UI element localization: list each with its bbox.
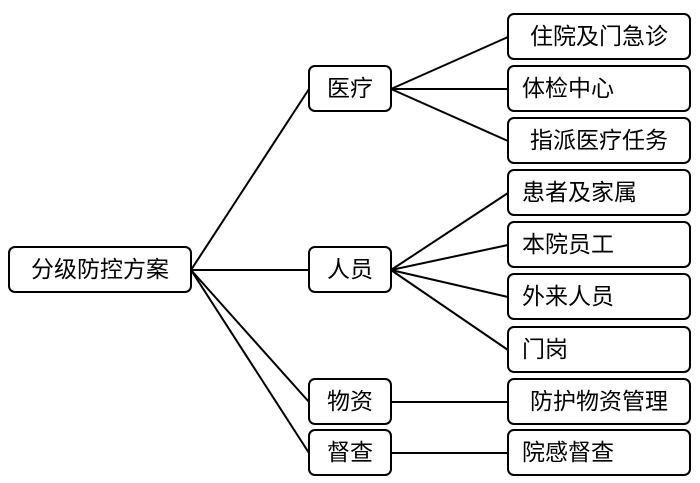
leaf-node-box bbox=[507, 117, 691, 164]
connector-line bbox=[390, 36, 509, 90]
connector-line bbox=[390, 269, 509, 298]
leaf-node-label: 患者及家属 bbox=[522, 180, 637, 206]
connector-line bbox=[390, 88, 509, 142]
category-node-label: 督查 bbox=[327, 440, 373, 466]
leaf-node-label: 体检中心 bbox=[522, 76, 614, 102]
category-node-label: 物资 bbox=[327, 389, 373, 415]
category-node-label: 人员 bbox=[327, 257, 373, 283]
connector-line bbox=[190, 269, 310, 403]
root-node-label: 分级防控方案 bbox=[31, 257, 169, 283]
leaf-node-label: 指派医疗任务 bbox=[530, 128, 668, 154]
connector-line bbox=[190, 88, 310, 271]
leaf-node-box bbox=[507, 169, 691, 216]
connector-line bbox=[390, 244, 509, 271]
leaf-node-box bbox=[507, 326, 691, 373]
leaf-node-box bbox=[507, 429, 691, 476]
connector-line bbox=[190, 269, 310, 454]
category-node-inspection: 督查 bbox=[308, 429, 392, 476]
leaf-node: 本院员工 bbox=[507, 221, 691, 268]
leaf-node-label: 门岗 bbox=[522, 337, 568, 363]
leaf-node: 外来人员 bbox=[507, 273, 691, 320]
category-node-personnel: 人员 bbox=[308, 246, 392, 293]
leaf-node: 患者及家属 bbox=[507, 169, 691, 216]
leaf-node-box bbox=[507, 378, 691, 425]
category-node-box bbox=[308, 378, 392, 425]
category-node-box bbox=[308, 429, 392, 476]
leaf-node-label: 院感督查 bbox=[522, 440, 614, 466]
root-node-box bbox=[8, 246, 192, 293]
leaf-node-box bbox=[507, 221, 691, 268]
leaf-node-box bbox=[507, 13, 691, 60]
category-node-box bbox=[308, 65, 392, 112]
leaf-node-label: 住院及门急诊 bbox=[530, 24, 668, 50]
leaf-node: 住院及门急诊 bbox=[507, 13, 691, 60]
category-node-label: 医疗 bbox=[327, 76, 373, 102]
leaf-node: 院感督查 bbox=[507, 429, 691, 476]
leaf-node-box bbox=[507, 273, 691, 320]
connector-line bbox=[390, 269, 509, 351]
leaf-node-label: 外来人员 bbox=[522, 284, 614, 310]
leaf-node: 门岗 bbox=[507, 326, 691, 373]
category-node-supplies: 物资 bbox=[308, 378, 392, 425]
leaf-node-box bbox=[507, 65, 691, 112]
leaf-node-label: 本院员工 bbox=[522, 232, 614, 258]
diagram-edges bbox=[190, 36, 509, 454]
category-node-medical: 医疗 bbox=[308, 65, 392, 112]
connector-line bbox=[390, 192, 509, 271]
root-node: 分级防控方案 bbox=[8, 246, 192, 293]
leaf-node: 指派医疗任务 bbox=[507, 117, 691, 164]
leaf-node: 防护物资管理 bbox=[507, 378, 691, 425]
leaf-node: 体检中心 bbox=[507, 65, 691, 112]
category-node-box bbox=[308, 246, 392, 293]
leaf-node-label: 防护物资管理 bbox=[530, 389, 668, 415]
